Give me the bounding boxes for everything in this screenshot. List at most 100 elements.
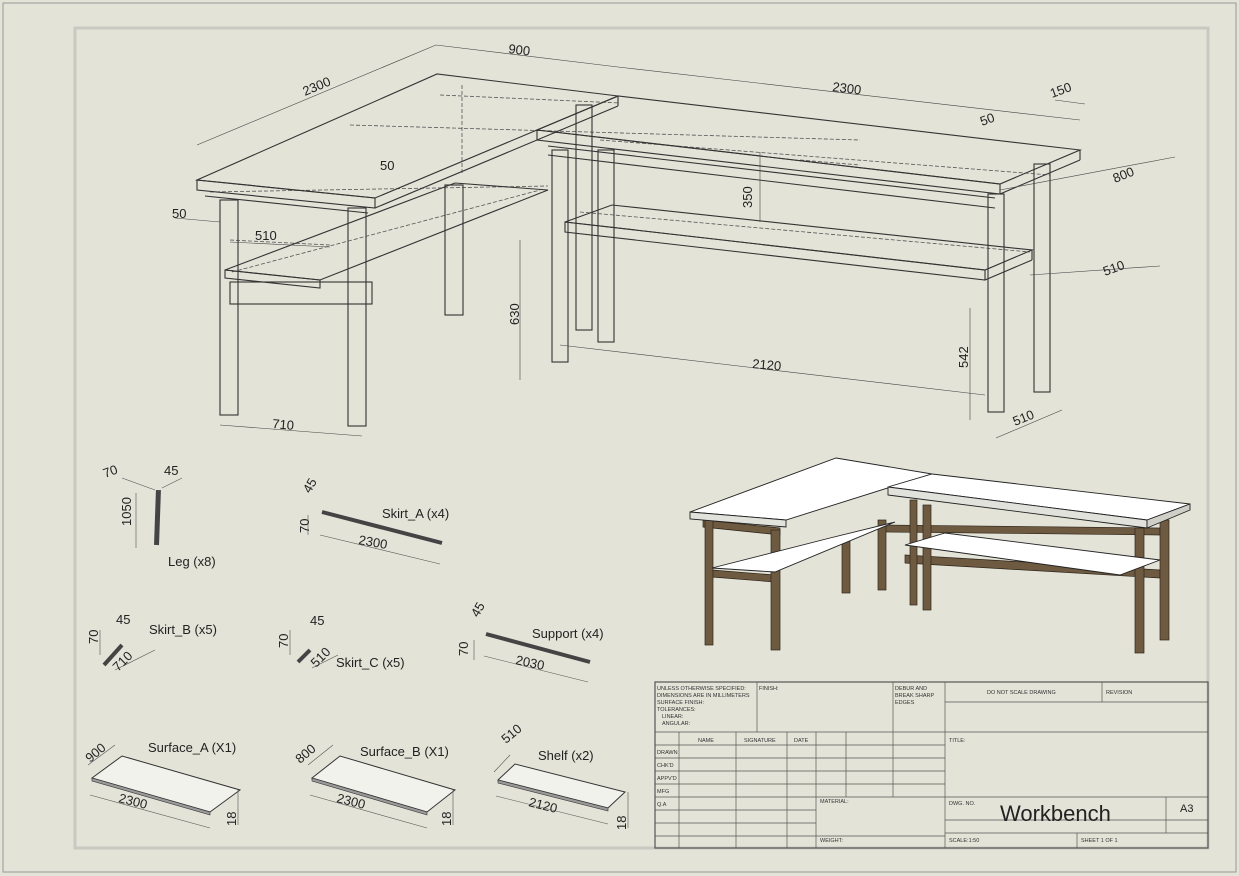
tb-unless-4: LINEAR: (662, 714, 684, 720)
tb-do-not-scale: DO NOT SCALE DRAWING (987, 690, 1056, 696)
shaded-leg-2 (770, 529, 781, 651)
leg-dim-70: 70 (101, 462, 120, 481)
shelf-dim-2120: 2120 (527, 794, 559, 816)
tb-weight: WEIGHT: (820, 838, 843, 844)
leg-front-left (219, 199, 239, 416)
surface-a-label: Surface_A (X1) (148, 740, 236, 755)
support-label: Support (x4) (532, 626, 604, 641)
tb-unless-3: TOLERANCES: (657, 707, 696, 713)
shelf-dim-18: 18 (614, 816, 629, 830)
tb-unless-0: UNLESS OTHERWISE SPECIFIED: (657, 686, 746, 692)
skirt-c-dim-45: 45 (310, 613, 324, 628)
shaded-leg-1 (704, 519, 714, 646)
dim-510-left: 510 (255, 228, 277, 243)
surface-a-dim-18: 18 (224, 812, 239, 826)
title-block: UNLESS OTHERWISE SPECIFIED: DIMENSIONS A… (654, 681, 1209, 849)
shelf-label: Shelf (x2) (538, 748, 594, 763)
tb-scale: SCALE:1:50 (949, 838, 979, 844)
part-leg: 70 45 1050 Leg (x8) (101, 462, 216, 569)
skirt-a-shape (321, 510, 443, 545)
dim-50-mid: 50 (380, 158, 394, 173)
tb-unless-1: DIMENSIONS ARE IN MILLIMETERS (657, 693, 750, 699)
skirt-c-shape (296, 648, 312, 664)
tb-deburr-0: DEBUR AND (895, 686, 927, 692)
leg-dim-1050: 1050 (119, 497, 134, 526)
leg-right-front-right (987, 193, 1005, 413)
tb-finish: FINISH: (759, 686, 779, 692)
leg-right-back-a (575, 104, 593, 331)
tb-material: MATERIAL: (820, 799, 849, 805)
leg-front-mid (347, 207, 367, 427)
skirt-b-label: Skirt_B (x5) (149, 622, 217, 637)
skirt-a-dim-45: 45 (300, 475, 320, 495)
skirt-a-dim-70: 70 (297, 519, 312, 533)
support-dim-45: 45 (468, 599, 488, 619)
skirt-b-dim-45: 45 (116, 612, 130, 627)
dim-510-right: 510 (1101, 257, 1127, 279)
surface-a-dim-2300: 2300 (117, 790, 149, 812)
main-view-dimension-lines (174, 44, 1176, 439)
support-shape (485, 632, 591, 664)
skirt-a-dim-2300: 2300 (357, 532, 388, 552)
leg-back-left (444, 184, 464, 316)
tb-dwg-no: DWG. NO. (949, 801, 976, 807)
tb-row-appvd: APPV'D (657, 776, 677, 782)
drawing-frame (73, 26, 1210, 850)
main-view-edges (194, 73, 1083, 427)
surface-a-edge (91, 777, 211, 816)
dim-350: 350 (740, 186, 755, 208)
surface-b-label: Surface_B (X1) (360, 744, 449, 759)
tb-revision: REVISION (1106, 690, 1132, 696)
shaded-3d-view (689, 457, 1191, 654)
sheet-size: A3 (1180, 803, 1193, 815)
shaded-surfaces (689, 457, 1191, 576)
tb-col-date: DATE (794, 738, 809, 744)
tb-deburr-1: BREAK SHARP (895, 693, 934, 699)
dim-542: 542 (956, 346, 971, 368)
tb-deburr-2: EDGES (895, 700, 915, 706)
dim-50-top: 50 (978, 110, 997, 129)
tb-row-chkd: CHK'D (657, 763, 674, 769)
part-surface-b: 800 2300 18 Surface_B (X1) (292, 741, 457, 829)
shaded-right-shelf (904, 532, 1161, 576)
tb-unless-2: SURFACE FINISH: (657, 700, 705, 706)
tb-unless-5: ANGULAR: (662, 721, 691, 727)
part-support: 45 70 2030 Support (x4) (456, 599, 604, 683)
leg-right-back-right (1033, 163, 1051, 393)
surface-b-dim-18: 18 (439, 812, 454, 826)
shaded-leg-5 (909, 499, 918, 606)
shaded-leg-7 (1134, 527, 1145, 654)
dim-2120: 2120 (752, 356, 782, 373)
dim-900: 900 (508, 41, 531, 59)
dim-50-left: 50 (172, 206, 186, 221)
leg-right-front-left (551, 149, 569, 363)
part-skirt-a: 45 70 2300 Skirt_A (x4) (297, 475, 449, 565)
tb-row-drawn: DRAWN (657, 750, 678, 756)
tb-col-signature: SIGNATURE (744, 738, 776, 744)
surface-b-dim-2300: 2300 (335, 790, 367, 812)
skirt-c-label: Skirt_C (x5) (336, 655, 405, 670)
tb-sheet: SHEET 1 OF 1 (1081, 838, 1118, 844)
shaded-wood-frame (702, 499, 1170, 654)
support-dim-2030: 2030 (514, 652, 545, 673)
shaded-leg-4 (877, 519, 887, 591)
skirt-b-dim-70: 70 (86, 630, 101, 644)
shelf-edge (497, 779, 609, 812)
skirt-c-dim-70: 70 (276, 634, 291, 648)
dim-150: 150 (1048, 79, 1074, 101)
dim-710: 710 (272, 416, 295, 433)
surface-b-edge (311, 777, 428, 816)
skirt-b-shape (102, 643, 124, 667)
drawing-title: Workbench (1000, 801, 1111, 826)
leg-label: Leg (x8) (168, 554, 216, 569)
dim-630: 630 (507, 303, 522, 325)
tb-row-mfg: MFG (657, 789, 669, 795)
shaded-leg-6 (922, 504, 932, 611)
leg-dim-45: 45 (164, 463, 178, 478)
tb-title-label: TITLE: (949, 738, 966, 744)
shaded-leg-8 (1159, 519, 1170, 641)
support-dim-70: 70 (456, 642, 471, 656)
leg-right-back-b (597, 149, 615, 343)
